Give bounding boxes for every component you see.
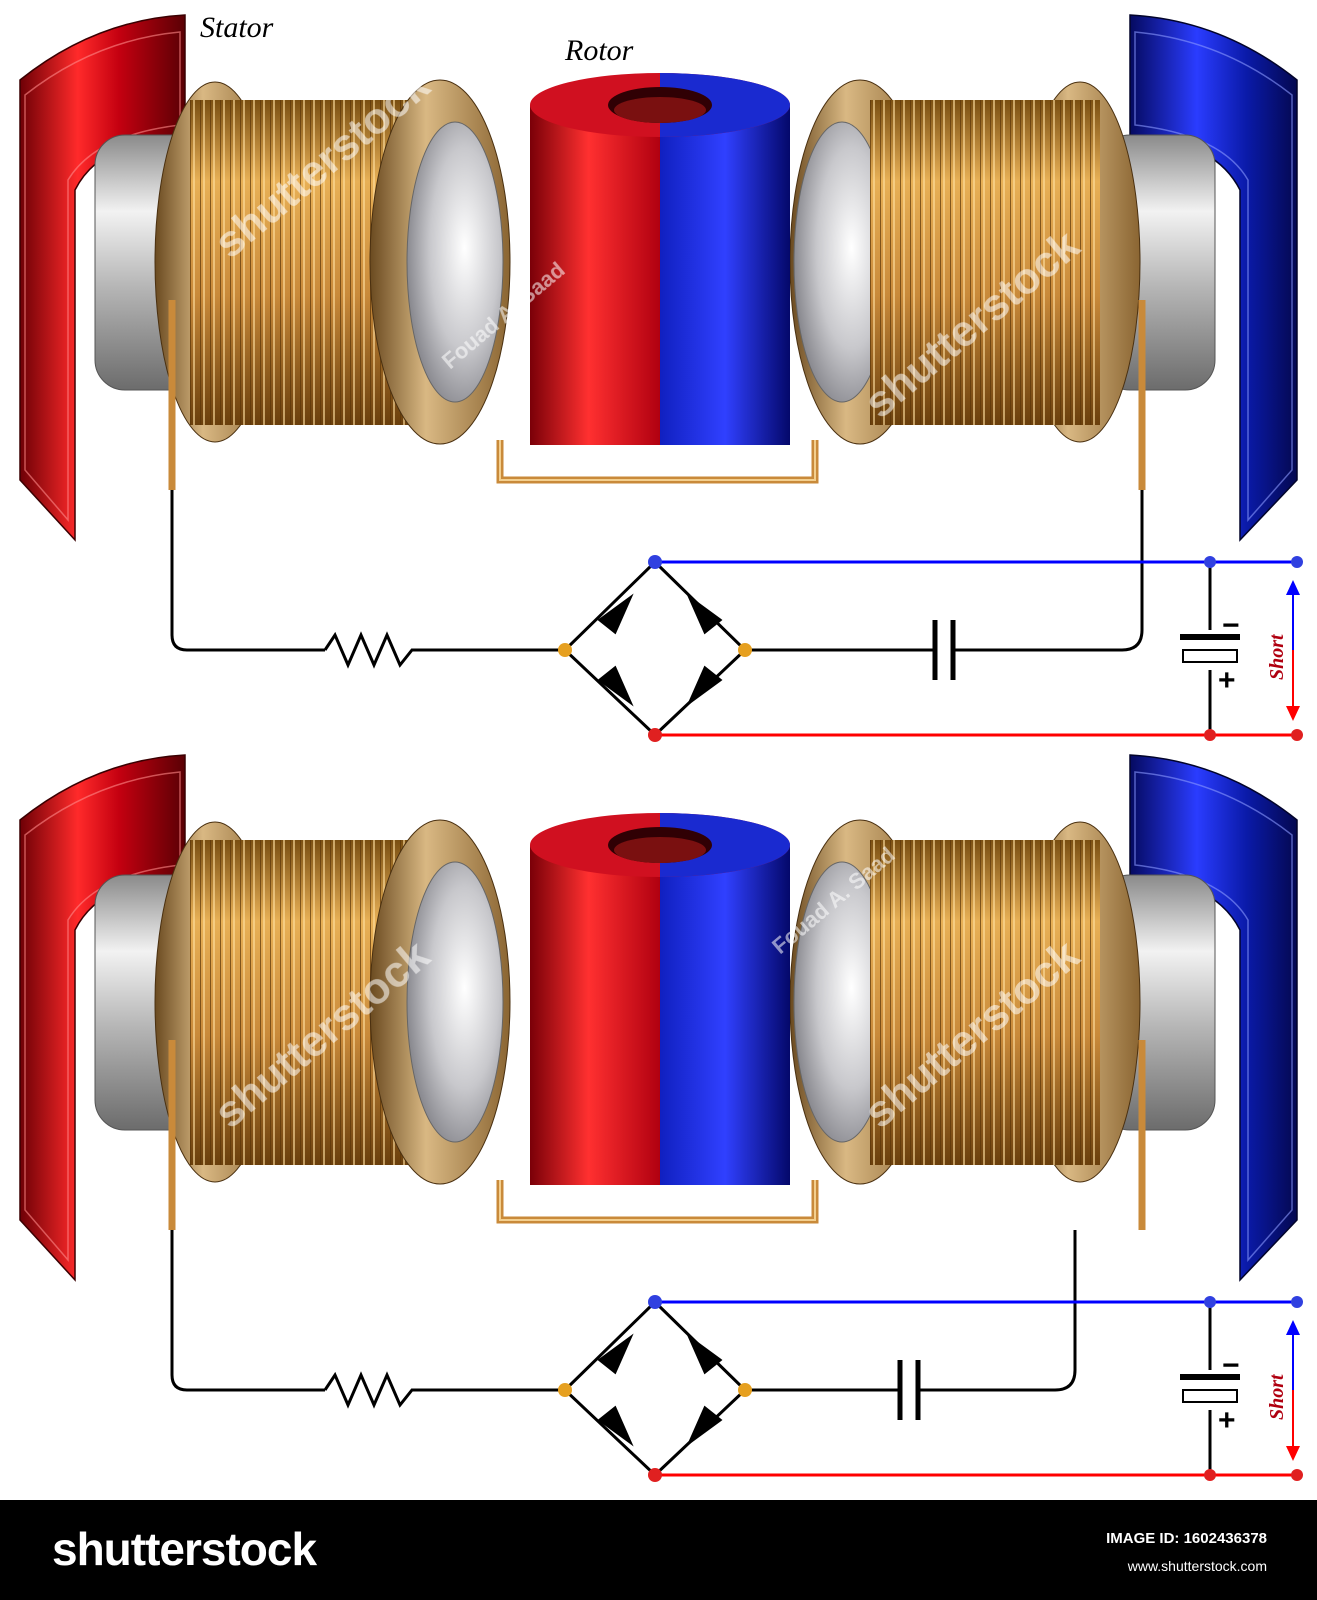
footer: shutterstock IMAGE ID: 1602436378 www.sh… <box>0 1500 1317 1600</box>
site-url: www.shutterstock.com <box>1127 1558 1267 1574</box>
resistor <box>323 631 565 669</box>
svg-text:+: + <box>1218 1404 1236 1437</box>
circuit-top <box>170 490 1240 738</box>
brand-logo: shutterstock <box>52 1523 317 1575</box>
battery-minus: − <box>1222 609 1240 642</box>
rotor-label: Rotor <box>564 34 634 67</box>
short-label-top: Short <box>1266 633 1288 680</box>
stator-label: Stator <box>200 11 274 44</box>
svg-text:−: − <box>1222 1349 1240 1382</box>
short-label-bottom: Short <box>1266 1373 1288 1420</box>
battery-plus: + <box>1218 664 1236 697</box>
electric-motor-diagram: Stator Rotor − + Short <box>0 11 1303 1482</box>
image-id: IMAGE ID: 1602436378 <box>1106 1530 1267 1547</box>
circuit-bottom <box>170 1230 1240 1478</box>
